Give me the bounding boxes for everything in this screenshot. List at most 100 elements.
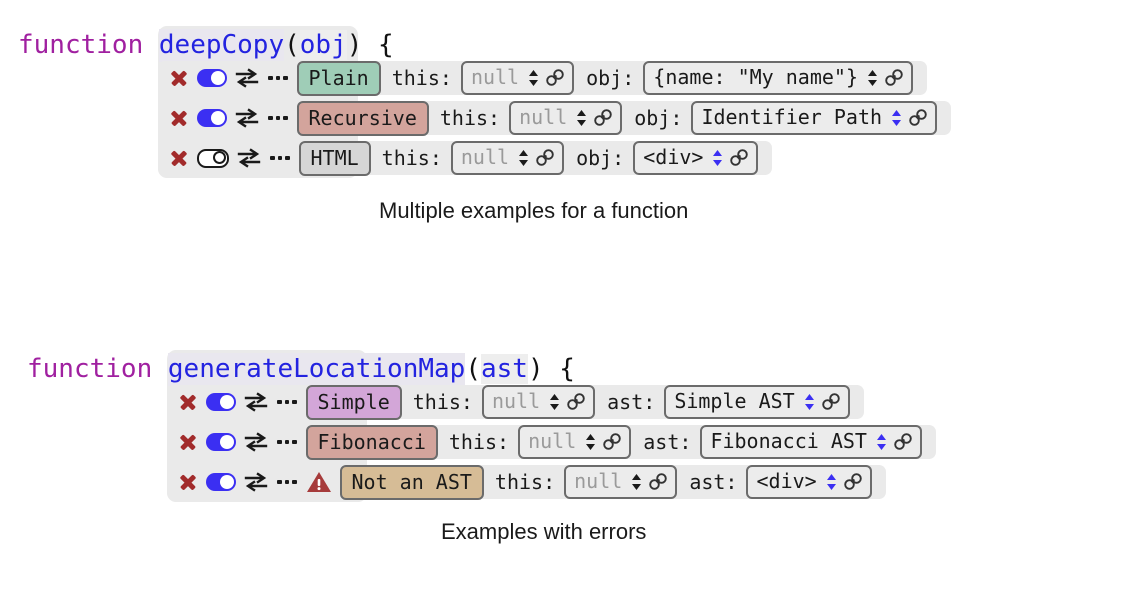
arg-value: Fibonacci AST [710, 429, 867, 453]
arg-label-obj: obj: [634, 106, 683, 130]
link-icon[interactable] [893, 432, 913, 452]
arg-value: null [491, 389, 541, 413]
close-icon[interactable] [177, 470, 199, 494]
function-name: deepCopy [158, 29, 285, 62]
enable-toggle[interactable] [206, 393, 236, 411]
arg-field-this[interactable]: null [509, 101, 623, 135]
example-name-chip[interactable]: Recursive [296, 100, 429, 136]
warning-icon[interactable] [306, 470, 332, 494]
enable-toggle[interactable] [197, 69, 227, 87]
example-name-chip[interactable]: Plain [296, 60, 381, 96]
example-name-chip[interactable]: Simple [305, 384, 402, 420]
arg-field-ast[interactable]: Simple AST [664, 385, 850, 419]
close-icon[interactable] [168, 66, 190, 90]
example-name-chip[interactable]: Fibonacci [305, 424, 438, 460]
link-icon[interactable] [593, 108, 613, 128]
arg-label-obj: obj: [576, 146, 625, 170]
link-icon[interactable] [908, 108, 928, 128]
stepper-icon[interactable] [528, 68, 539, 88]
enable-toggle[interactable] [197, 148, 229, 168]
stepper-icon[interactable] [712, 148, 723, 168]
keyword-function: function [27, 354, 168, 384]
example-row[interactable]: Recursive this: null obj: Identifier Pat… [168, 100, 949, 136]
close-icon[interactable] [168, 106, 190, 130]
stepper-icon[interactable] [631, 472, 642, 492]
example-row[interactable]: Not an AST this: null ast: <div> [177, 464, 884, 500]
arg-field-this[interactable]: null [564, 465, 678, 499]
arg-value: null [574, 469, 623, 493]
arg-label-ast: ast: [689, 470, 738, 494]
example-row[interactable]: Simple this: null ast: Simple AST [177, 384, 862, 420]
toggle-knob [211, 71, 225, 85]
link-icon[interactable] [821, 392, 841, 412]
arg-field-obj[interactable]: {name: "My name"} [643, 61, 913, 95]
more-icon[interactable] [277, 439, 297, 445]
link-icon[interactable] [884, 68, 904, 88]
arg-value: {name: "My name"} [653, 65, 858, 89]
enable-toggle[interactable] [206, 433, 236, 451]
toggle-knob [211, 111, 225, 125]
link-icon[interactable] [545, 68, 565, 88]
arg-value: null [519, 105, 568, 129]
example-row[interactable]: Fibonacci this: null ast: Fibonacci AST [177, 424, 934, 460]
close-icon[interactable] [168, 146, 190, 170]
link-icon[interactable] [648, 472, 668, 492]
more-icon[interactable] [270, 155, 290, 161]
arg-field-this[interactable]: null [450, 141, 565, 175]
caption-deepcopy: Multiple examples for a function [379, 198, 689, 223]
link-icon[interactable] [535, 148, 555, 168]
stepper-icon[interactable] [867, 68, 878, 88]
function-param: obj [299, 30, 347, 60]
link-icon[interactable] [843, 472, 863, 492]
stepper-icon[interactable] [804, 392, 815, 412]
arg-field-ast[interactable]: <div> [746, 465, 872, 499]
link-icon[interactable] [729, 148, 749, 168]
arg-label-this: this: [381, 146, 442, 170]
example-name-chip[interactable]: Not an AST [339, 464, 484, 500]
example-row[interactable]: Plain this: null obj: {name: "My name"} [168, 60, 925, 96]
arg-value: <div> [756, 469, 817, 493]
example-row[interactable]: HTML this: null obj: <div> [168, 140, 770, 176]
swap-icon[interactable] [244, 472, 268, 492]
arg-value: Simple AST [674, 389, 795, 413]
arg-field-obj[interactable]: <div> [633, 141, 759, 175]
swap-icon[interactable] [237, 148, 261, 168]
open-paren: ( [284, 30, 300, 60]
link-icon[interactable] [602, 432, 622, 452]
arg-field-this[interactable]: null [460, 61, 575, 95]
stepper-icon[interactable] [891, 108, 902, 128]
arg-label-ast: ast: [607, 390, 656, 414]
more-icon[interactable] [277, 399, 297, 405]
more-icon[interactable] [268, 75, 288, 81]
link-icon[interactable] [566, 392, 586, 412]
arg-field-this[interactable]: null [481, 385, 596, 419]
arg-field-this[interactable]: null [518, 425, 632, 459]
close-icon[interactable] [177, 390, 199, 414]
stepper-icon[interactable] [585, 432, 596, 452]
stepper-icon[interactable] [576, 108, 587, 128]
stepper-icon[interactable] [549, 392, 560, 412]
arg-field-ast[interactable]: Fibonacci AST [700, 425, 922, 459]
swap-icon[interactable] [235, 108, 259, 128]
stepper-icon[interactable] [876, 432, 887, 452]
stepper-icon[interactable] [826, 472, 837, 492]
example-name-chip[interactable]: HTML [298, 140, 371, 176]
arg-label-this: this: [439, 106, 501, 130]
swap-icon[interactable] [235, 68, 259, 88]
enable-toggle[interactable] [206, 473, 236, 491]
close-icon[interactable] [177, 430, 199, 454]
swap-icon[interactable] [244, 432, 268, 452]
stepper-icon[interactable] [518, 148, 529, 168]
arg-label-ast: ast: [643, 430, 692, 454]
arg-field-obj[interactable]: Identifier Path [691, 101, 938, 135]
function-signature-generatelocationmap: function generateLocationMap(ast) { [27, 353, 575, 386]
function-signature-deepcopy: function deepCopy(obj) { [18, 29, 394, 62]
arg-value: Identifier Path [701, 105, 883, 129]
arg-label-this: this: [391, 66, 452, 90]
more-icon[interactable] [268, 115, 288, 121]
enable-toggle[interactable] [197, 109, 227, 127]
swap-icon[interactable] [244, 392, 268, 412]
arg-label-obj: obj: [586, 66, 635, 90]
more-icon[interactable] [277, 479, 297, 485]
